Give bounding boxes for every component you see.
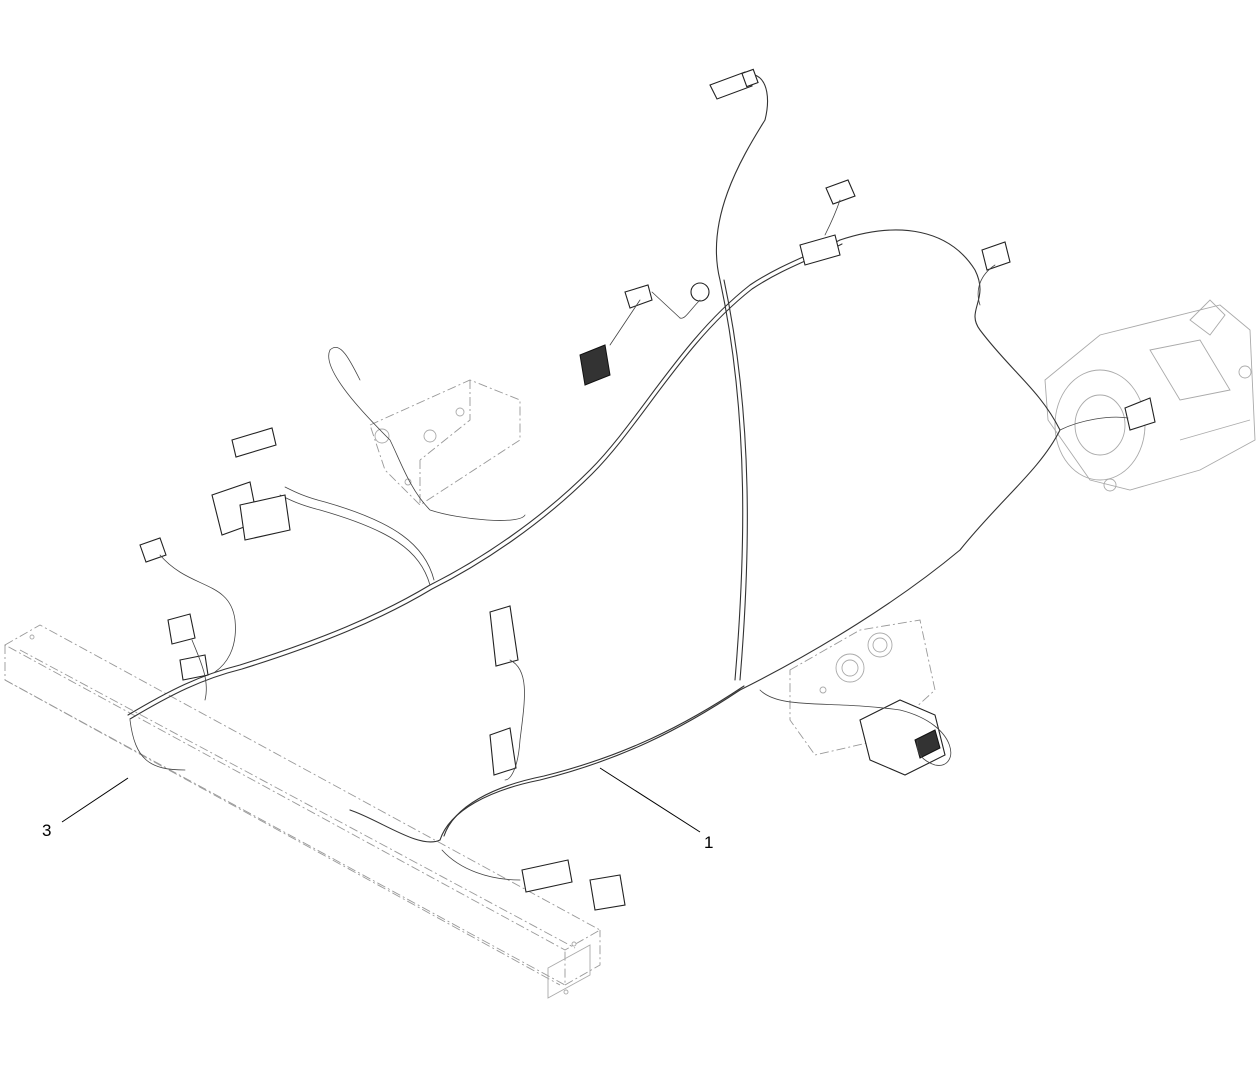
callout-1: 1 xyxy=(599,767,713,852)
hydraulic-pump-phantom xyxy=(1044,299,1256,492)
connectors xyxy=(139,179,1156,911)
branch-wires xyxy=(129,199,1129,781)
frame-beam-phantom xyxy=(4,624,601,999)
callout-label-1: 1 xyxy=(704,833,713,852)
branch-top-connector xyxy=(709,68,769,681)
callout-3: 3 xyxy=(42,777,129,840)
valve-manifold-phantom xyxy=(789,619,946,776)
valve-block-upper-phantom xyxy=(369,379,521,506)
callout-label-3: 3 xyxy=(42,821,51,840)
main-harness-trunk xyxy=(127,229,1061,881)
